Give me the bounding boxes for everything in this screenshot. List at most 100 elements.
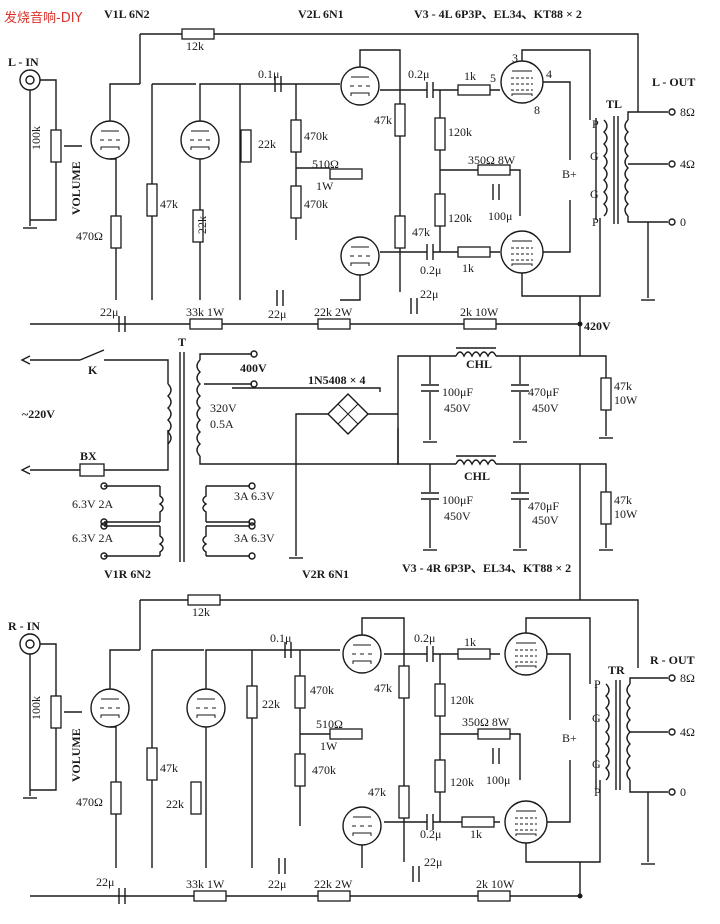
rk2-label: 22k <box>195 216 209 234</box>
r-c100-label: 100μ <box>486 773 510 787</box>
r-4ohm-label: 4Ω <box>680 725 695 739</box>
switch-label: K <box>88 363 98 377</box>
r1w-label: 1W <box>316 179 334 193</box>
tl-label: TL <box>606 97 622 111</box>
r350-label: 350Ω 8W <box>468 153 516 167</box>
c1-label: 100μF <box>442 385 473 399</box>
r-rk1-label: 470Ω <box>76 795 103 809</box>
r-g1a-label: 1k <box>464 635 476 649</box>
c3-label: 100μF <box>442 493 473 507</box>
r47a-label: 47k <box>374 113 392 127</box>
l-c22b-label: 22μ <box>268 307 286 321</box>
c3v-label: 450V <box>444 509 471 523</box>
pin3-label: 3 <box>512 51 518 65</box>
l-4ohm-label: 4Ω <box>680 157 695 171</box>
r2w-label: 10W <box>614 507 638 521</box>
v2l-label: V2L 6N1 <box>298 7 344 21</box>
r-c22b-label: 22μ <box>268 877 286 891</box>
r-c22c-label: 22μ <box>424 855 442 869</box>
l-0ohm-label: 0 <box>680 215 686 229</box>
r-8ohm-label: 8Ω <box>680 671 695 685</box>
r-r350-label: 350Ω 8W <box>462 715 510 729</box>
l-out-label: L - OUT <box>652 75 695 89</box>
c4-label: 470μF <box>528 499 559 513</box>
r-r2k-label: 2k 10W <box>476 877 515 891</box>
r-rk2-label: 22k <box>166 797 184 811</box>
l-in-label: L - IN <box>8 55 39 69</box>
choke1-label: CHL <box>466 357 492 371</box>
cc2b-label: 0.2μ <box>420 263 441 277</box>
mains-label: ~220V <box>22 407 55 421</box>
left-channel: 12k L - IN 100k VOLUME 470Ω 47k 22k 22k … <box>8 7 695 333</box>
r-cc1-label: 0.1μ <box>270 631 291 645</box>
r-p2-label: P <box>594 785 601 799</box>
r-volume-label: VOLUME <box>69 728 83 782</box>
choke2-label: CHL <box>464 469 490 483</box>
pin4-label: 4 <box>546 67 552 81</box>
rectifier-label: 1N5408 × 4 <box>308 373 366 387</box>
l-p1-label: P <box>592 117 599 131</box>
c2-label: 470μF <box>528 385 559 399</box>
fb-resistor-label: 12k <box>186 39 204 53</box>
heat4-label: 3A 6.3V <box>234 531 275 545</box>
r1w-label: 10W <box>614 393 638 407</box>
l-c22c-label: 22μ <box>420 287 438 301</box>
r-fb-resistor-label: 12k <box>192 605 210 619</box>
r-in-label: R - IN <box>8 619 40 633</box>
c2v-label: 450V <box>532 401 559 415</box>
r-r470b-label: 470k <box>312 763 336 777</box>
r470a-label: 470k <box>304 129 328 143</box>
v2r-label: V2R 6N1 <box>302 567 349 581</box>
r-0ohm-label: 0 <box>680 785 686 799</box>
right-channel: V1R 6N2 V2R 6N1 V3 - 4R 6P3P、EL34、KT88 ×… <box>8 561 695 905</box>
l-b-label: B+ <box>562 167 577 181</box>
l-r2k-label: 2k 10W <box>460 305 499 319</box>
r-r47b-label: 47k <box>368 785 386 799</box>
l-g2-label: G <box>590 187 599 201</box>
r120b-label: 120k <box>448 211 472 225</box>
pin8-label: 8 <box>534 103 540 117</box>
r-cc2a-label: 0.2μ <box>414 631 435 645</box>
r-r470a-label: 470k <box>310 683 334 697</box>
c1v-label: 450V <box>444 401 471 415</box>
watermark: 发烧音响-DIY <box>4 10 83 26</box>
power-supply: K ~220V BX T 400V 320V 0.5A 1N5408 × 4 C… <box>20 324 638 600</box>
r-r1w-label: 1W <box>320 739 338 753</box>
r47b-label: 47k <box>412 225 430 239</box>
transformer-label: T <box>178 335 186 349</box>
l-8ohm-label: 8Ω <box>680 105 695 119</box>
fuse-label: BX <box>80 449 97 463</box>
v1r-label: V1R 6N2 <box>104 567 151 581</box>
volume-pot-label: 100k <box>29 126 43 150</box>
v34r-label: V3 - 4R 6P3P、EL34、KT88 × 2 <box>402 561 571 575</box>
r-r47a-label: 47k <box>374 681 392 695</box>
r-r33-label: 33k 1W <box>186 877 225 891</box>
rk1-label: 470Ω <box>76 229 103 243</box>
r-r120a-label: 120k <box>450 693 474 707</box>
hv-current-label: 0.5A <box>210 417 234 431</box>
l-r22-label: 22k 2W <box>314 305 353 319</box>
c100-label: 100μ <box>488 209 512 223</box>
rp2-label: 22k <box>258 137 276 151</box>
cc2a-label: 0.2μ <box>408 67 429 81</box>
r1-label: 47k <box>614 379 632 393</box>
hv-winding-label: 320V <box>210 401 237 415</box>
r-rp1-label: 47k <box>160 761 178 775</box>
r-g1b-label: 1k <box>470 827 482 841</box>
r-r22-label: 22k 2W <box>314 877 353 891</box>
l-c22a-label: 22μ <box>100 305 118 319</box>
r-out-label: R - OUT <box>650 653 695 667</box>
g1b-label: 1k <box>462 261 474 275</box>
l-r33-label: 33k 1W <box>186 305 225 319</box>
rp1-label: 47k <box>160 197 178 211</box>
heat2-label: 6.3V 2A <box>72 531 113 545</box>
cc1-label: 0.1μ <box>258 67 279 81</box>
r-g1-label: G <box>592 711 601 725</box>
v1l-label: V1L 6N2 <box>104 7 150 21</box>
r-cc2b-label: 0.2μ <box>420 827 441 841</box>
r-p1-label: P <box>594 677 601 691</box>
b-voltage-label: 420V <box>584 319 611 333</box>
heat1-label: 6.3V 2A <box>72 497 113 511</box>
r-r510-label: 510Ω <box>316 717 343 731</box>
